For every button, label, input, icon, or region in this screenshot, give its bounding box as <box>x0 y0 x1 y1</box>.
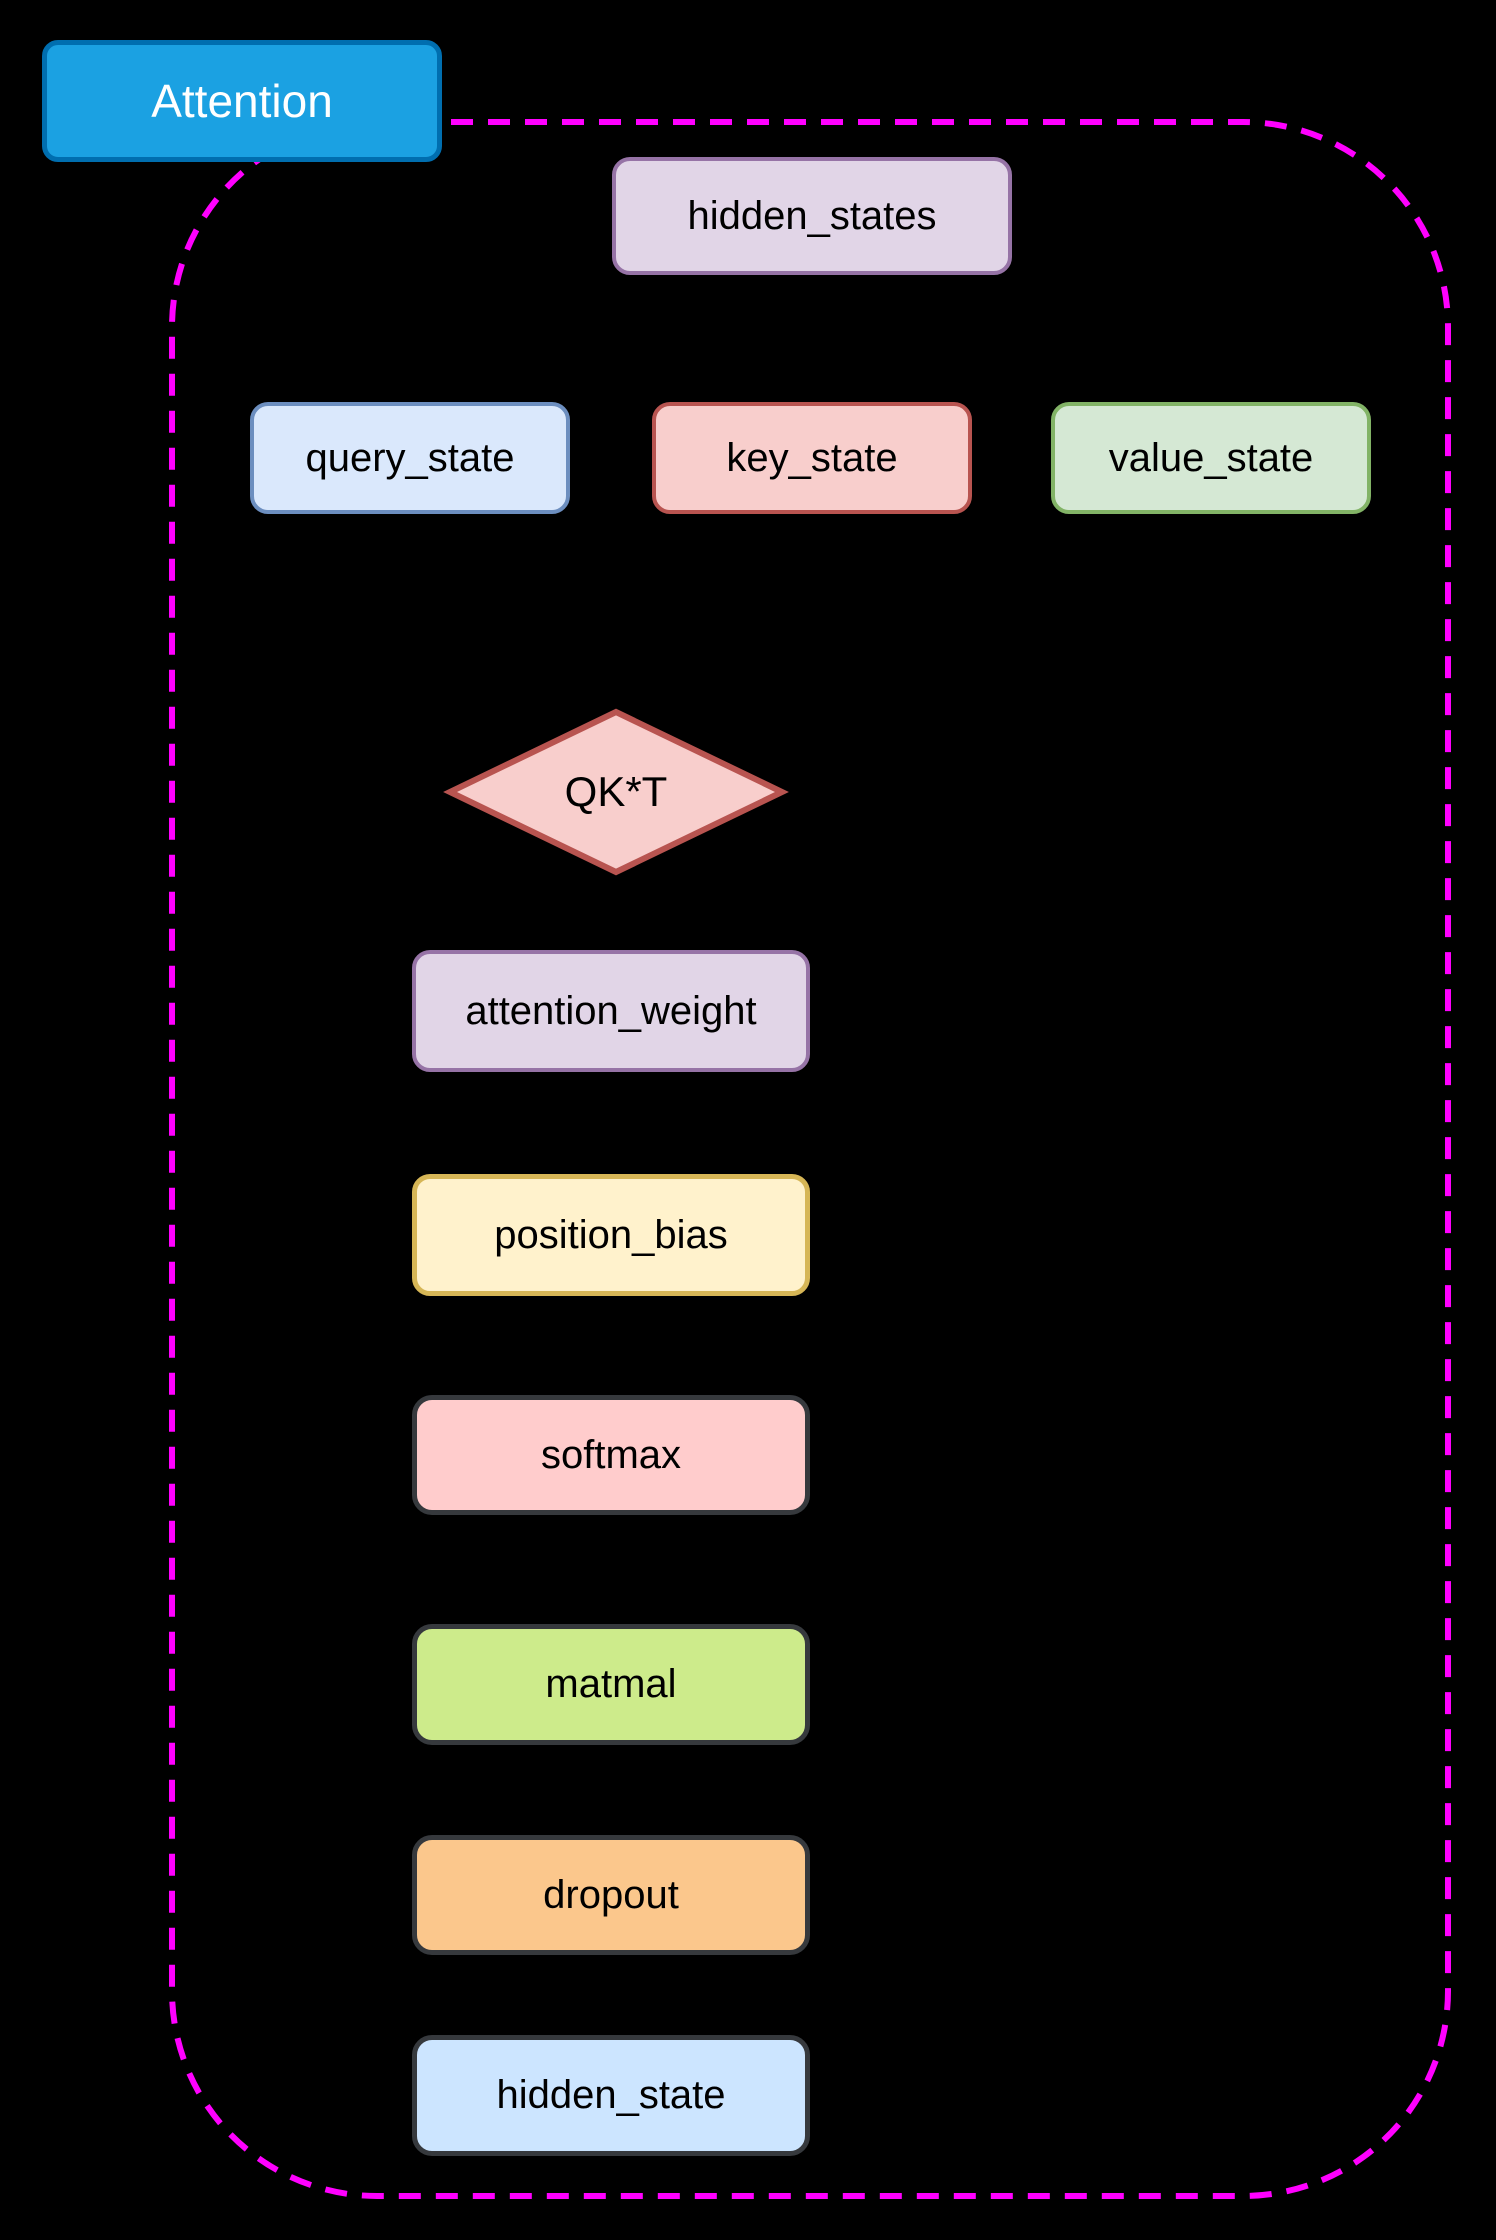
attention-group-dashed-border <box>169 119 1451 2199</box>
qkt-label: QK*T <box>564 768 668 815</box>
matmal-node: matmal <box>412 1624 810 1745</box>
qkt-node: QK*T <box>450 712 782 872</box>
hidden-states-label: hidden_states <box>687 193 937 238</box>
attention-title-label: Attention <box>151 75 333 127</box>
query-state-label: query_state <box>305 435 515 480</box>
key-state-label: key_state <box>726 435 898 480</box>
softmax-node: softmax <box>412 1395 810 1515</box>
position-bias-label: position_bias <box>494 1212 728 1257</box>
matmal-label: matmal <box>545 1662 677 1706</box>
dropout-node: dropout <box>412 1835 810 1955</box>
attention-weight-label: attention_weight <box>465 988 757 1033</box>
attention-title-node: Attention <box>42 40 442 162</box>
hidden-state-node: hidden_state <box>412 2035 810 2156</box>
attention-weight-node: attention_weight <box>412 950 810 1072</box>
qkt-diamond-shape <box>443 708 789 876</box>
hidden-state-label: hidden_state <box>496 2073 726 2117</box>
softmax-label: softmax <box>540 1432 682 1477</box>
query-state-node: query_state <box>250 402 570 514</box>
dropout-label: dropout <box>543 1872 679 1917</box>
value-state-label: value_state <box>1108 435 1314 480</box>
hidden-states-node: hidden_states <box>612 157 1012 275</box>
position-bias-node: position_bias <box>412 1174 810 1296</box>
value-state-node: value_state <box>1051 402 1371 514</box>
key-state-node: key_state <box>652 402 972 514</box>
